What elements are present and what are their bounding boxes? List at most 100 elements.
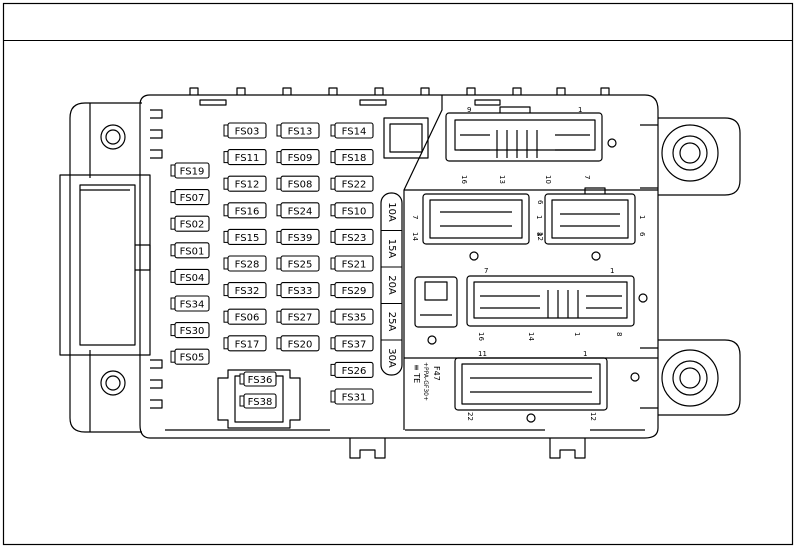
connector-mid-left-labels: 7 14 1 8 <box>411 215 543 241</box>
fuse-fs01: FS01 <box>170 242 210 259</box>
connector-bottom-pin-22: 22 <box>466 412 474 421</box>
fuse-body <box>227 255 267 272</box>
fuse-body <box>174 348 210 365</box>
connector-large <box>466 275 648 327</box>
fuse-fs21: FS21 <box>330 255 374 272</box>
fuse-label: FS08 <box>288 180 313 191</box>
fuse-label: FS26 <box>342 366 367 377</box>
connector-large-pin-14: 14 <box>527 332 535 341</box>
fuse-body <box>334 228 374 245</box>
fuse-left-tab <box>170 244 176 257</box>
fuse-body <box>174 189 210 206</box>
fuse-fs15: FS15 <box>223 228 267 245</box>
fuse-body <box>280 149 320 166</box>
fuse-left-tab <box>223 284 229 297</box>
connector-top-pin-13: 13 <box>498 175 506 184</box>
fuse-body <box>174 268 210 285</box>
connector-bottom-pin-12: 12 <box>589 412 597 421</box>
rating-30a: 30A <box>386 348 397 368</box>
fuse-body <box>227 335 267 352</box>
left-mounting-ear <box>69 102 142 433</box>
fuse-label: FS36 <box>248 375 273 386</box>
connector-mid-right-pin-1: 1 <box>638 215 646 219</box>
fuse-left-tab <box>170 164 176 177</box>
fuse-label: FS30 <box>180 326 205 337</box>
fuse-column-4: FS14FS18FS22FS10FS23FS21FS29FS35FS37FS26… <box>330 122 374 405</box>
fuse-fs20: FS20 <box>276 335 320 352</box>
fuse-body <box>227 122 267 139</box>
fuse-label: FS38 <box>248 397 273 408</box>
fuse-body <box>243 371 277 387</box>
fuse-body <box>280 282 320 299</box>
fuse-label: FS29 <box>342 286 367 297</box>
connector-bottom-labels: 11 1 22 12 <box>466 350 597 421</box>
part-number-mark: F47 <box>432 366 441 381</box>
fuse-label: FS25 <box>288 260 313 271</box>
fuse-fs29: FS29 <box>330 282 374 299</box>
fuse-body <box>174 295 210 312</box>
connector-mid-left-pin-8: 8 <box>535 232 543 236</box>
fuse-left-tab <box>276 257 282 270</box>
fuse-fs24: FS24 <box>276 202 320 219</box>
left-clip-inner <box>79 184 151 346</box>
fuse-left-tab <box>330 204 336 217</box>
connector-mid-right-pin-6: 6 <box>536 200 544 205</box>
fuse-fs03: FS03 <box>223 122 267 139</box>
fuse-body <box>174 242 210 259</box>
fuse-left-tab <box>276 151 282 164</box>
fuse-body <box>334 388 374 405</box>
fuse-label: FS06 <box>235 313 260 324</box>
fuse-left-tab <box>330 337 336 350</box>
bottom-foot-right <box>549 438 586 459</box>
fuse-label: FS11 <box>235 153 260 164</box>
fuse-left-tab <box>330 124 336 137</box>
fuse-label: FS20 <box>288 339 313 350</box>
rating-15a: 15A <box>386 239 397 259</box>
fuse-left-tab <box>223 257 229 270</box>
fuse-label: FS32 <box>235 286 260 297</box>
bottom-right-lug <box>640 339 741 416</box>
fuse-fs26: FS26 <box>330 361 374 378</box>
rating-25a: 25A <box>386 312 397 332</box>
fuse-label: FS34 <box>180 300 205 311</box>
fuse-body <box>280 308 320 325</box>
connector-top-pin-7: 7 <box>583 175 591 179</box>
connector-mid-right-pin-12: 12 <box>536 232 544 241</box>
connector-bottom-mark-1: 1 <box>583 350 587 358</box>
connector-mid-left-pin-7: 7 <box>411 215 419 219</box>
connector-mid-left <box>422 193 530 261</box>
te-logo-mark: ≡ TE <box>412 364 421 383</box>
fuse-fs11: FS11 <box>223 149 267 166</box>
connector-top-mark-1: 1 <box>578 106 582 114</box>
fuse-label: FS18 <box>342 153 367 164</box>
fuse-fs17: FS17 <box>223 335 267 352</box>
fuse-label: FS05 <box>180 353 205 364</box>
fuse-label: FS14 <box>342 127 367 138</box>
fuse-fs09: FS09 <box>276 149 320 166</box>
fuse-label: FS10 <box>342 206 367 217</box>
rating-strip <box>380 192 403 376</box>
left-clip-housing <box>59 174 151 356</box>
top-tabs <box>189 87 610 106</box>
fuse-fs23: FS23 <box>330 228 374 245</box>
connector-top-mark-9: 9 <box>467 106 471 114</box>
rating-20a: 20A <box>386 275 397 295</box>
fuse-label: FS31 <box>342 393 367 404</box>
connector-large-pin-16: 16 <box>477 332 485 341</box>
fuse-left-tab <box>330 363 336 376</box>
fuse-body <box>227 228 267 245</box>
fuse-fs02: FS02 <box>170 215 210 232</box>
fuse-label: FS07 <box>180 193 205 204</box>
top-right-bolt <box>661 124 719 182</box>
connector-small <box>414 276 458 345</box>
fuse-body <box>280 122 320 139</box>
fuse-label: FS35 <box>342 313 367 324</box>
fuse-label: FS33 <box>288 286 313 297</box>
fuse-label: FS03 <box>235 127 260 138</box>
fuse-body <box>280 335 320 352</box>
fuse-body <box>334 122 374 139</box>
